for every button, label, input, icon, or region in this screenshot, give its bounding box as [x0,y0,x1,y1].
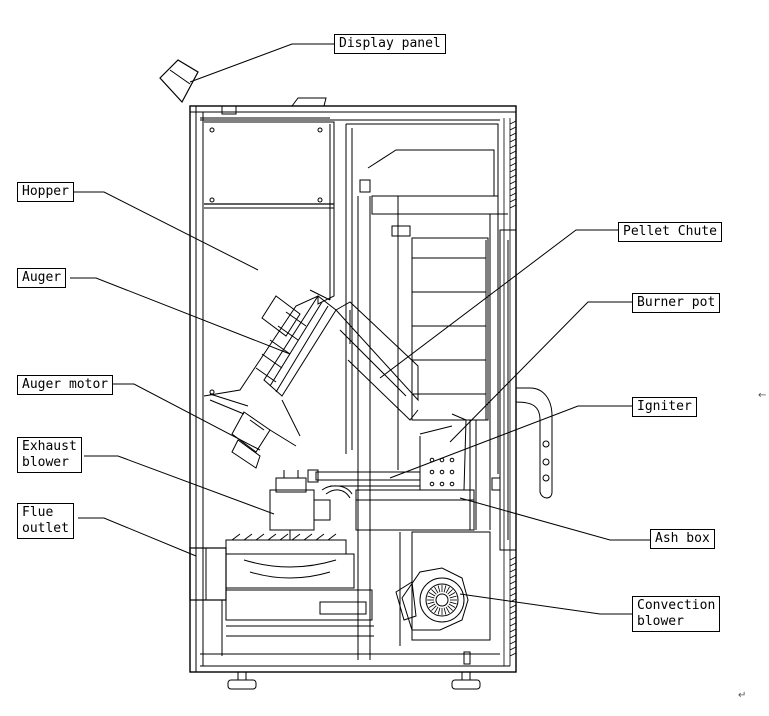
vent-ticks [509,556,517,657]
exhaust-blower [225,470,355,589]
bottom-mark: ↵ [738,690,747,701]
blower-vane [428,603,436,608]
vent-tick [509,144,517,149]
auger-motor-label: Auger motor [17,375,114,395]
blower-vane [427,595,435,599]
vent-tick [509,622,517,627]
blower-vane [427,601,435,605]
vent-tick [509,580,517,585]
blower-vane [437,607,441,615]
convection-blower-label: Convection blower [632,596,721,632]
vent-tick [509,120,517,125]
blower-vane [449,595,457,599]
vent-tick [509,192,517,197]
convection-blower [395,531,491,646]
vent-tick [509,150,517,155]
blower-vane [443,585,447,593]
feet [227,651,481,690]
vent-tick [509,180,517,185]
blower-vane [448,603,456,608]
vent-tick [509,174,517,179]
vent-tick [509,568,517,573]
blower-vane [431,589,437,595]
blower-vane [431,605,437,611]
pellet-chute [335,301,419,421]
blower-vane [447,589,453,595]
base-compartment [221,589,374,656]
exhaust-blower-label: Exhaust blower [17,437,82,473]
auger-label: Auger [17,268,67,288]
vent-tick [509,574,517,579]
vent-tick [509,156,517,161]
vent-tick [509,604,517,609]
vent-ticks [509,120,517,209]
vent-tick [509,628,517,633]
blower-vane [449,601,457,605]
vent-tick [509,562,517,567]
burner-pot-label: Burner pot [632,293,721,313]
vent-tick [509,132,517,137]
vent-tick [509,652,517,657]
blower-vane [428,592,436,597]
blower-vane [445,606,450,614]
blower-vane [434,606,439,614]
igniter-label: Igniter [632,397,697,417]
igniter [307,469,421,487]
flue-outlet [189,547,227,601]
vent-tick [509,556,517,561]
side-mark: ← [758,390,767,401]
display-panel [159,59,199,104]
vent-tick [509,204,517,209]
blower-vanes [427,585,457,615]
vent-tick [509,616,517,621]
vent-tick [509,640,517,645]
vent-tick [509,586,517,591]
vent-tick [509,646,517,651]
pellet-chute-label: Pellet Chute [618,222,722,242]
side-vents [503,118,511,666]
vent-tick [509,162,517,167]
cabinet-outline [189,97,517,673]
vent-tick [509,634,517,639]
leader-lines [70,43,650,615]
blower-vane [447,605,453,611]
display-panel-label: Display panel [334,34,446,54]
blower-vane [443,607,447,615]
firebox [345,123,508,660]
vent-tick [509,198,517,203]
blower-vane [448,592,456,597]
door-handle [499,229,553,551]
vent-tick [509,592,517,597]
vent-tick [509,168,517,173]
blower-vane [434,586,439,594]
vent-tick [509,186,517,191]
ash-box-label: Ash box [650,529,715,549]
hopper-label: Hopper [17,182,74,202]
blower-vane [437,585,441,593]
blower-vane [445,586,450,594]
vent-tick [509,610,517,615]
flue-outlet-label: Flue outlet [17,503,74,539]
vent-tick [509,138,517,143]
hopper [203,121,335,415]
vent-tick [509,126,517,131]
